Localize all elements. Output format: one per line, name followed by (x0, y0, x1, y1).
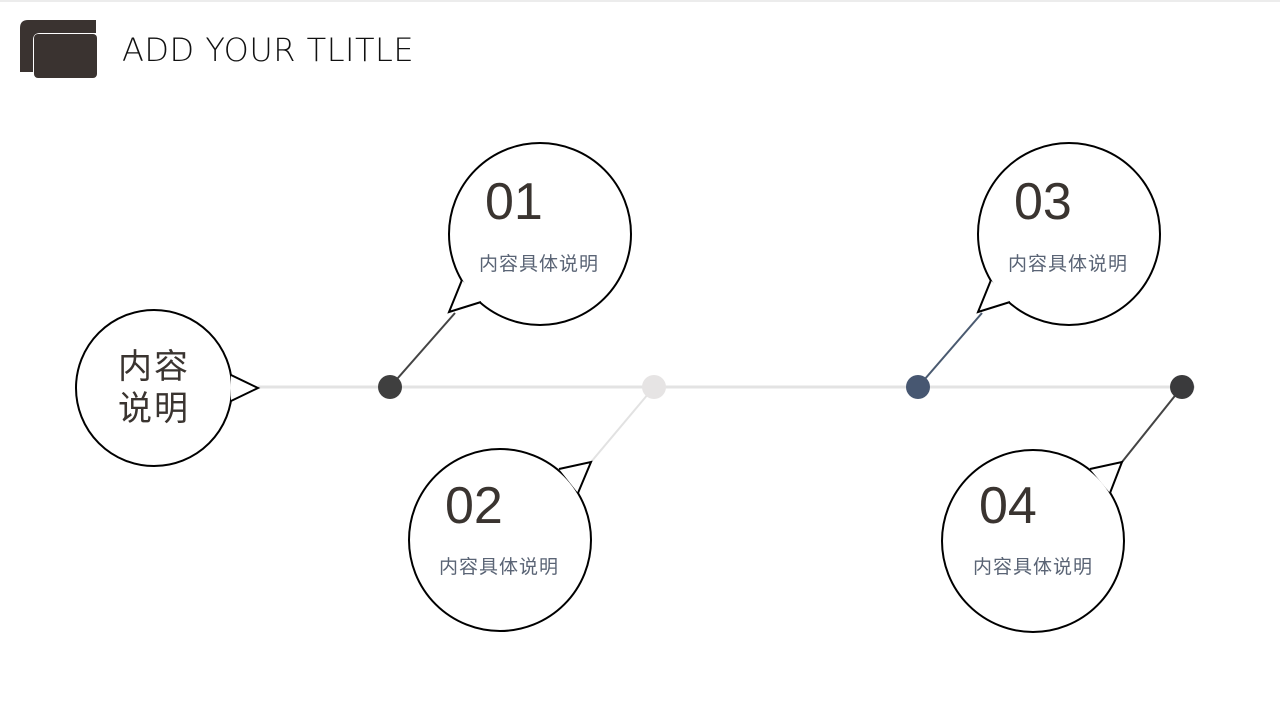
timeline-dot-04 (1170, 375, 1194, 399)
connector-line-04 (1121, 386, 1183, 463)
lead-line-1: 内容 (118, 347, 190, 387)
bubble-03 (976, 142, 1161, 326)
bubble-04 (941, 449, 1125, 633)
timeline-dot-03 (906, 375, 930, 399)
page-title: ADD YOUR TLITLE (122, 31, 415, 69)
connector-line-02 (590, 386, 655, 463)
item-desc-03: 内容具体说明 (1008, 253, 1129, 275)
connector-line-03 (917, 312, 983, 388)
timeline-dot-02 (642, 375, 666, 399)
item-number-01: 01 (485, 173, 543, 231)
lead-line-2: 说明 (118, 389, 190, 429)
timeline-dot-01 (378, 375, 402, 399)
connector-line-01 (389, 312, 456, 388)
lead-text: 内容说明 (118, 346, 190, 430)
title-icon (20, 20, 97, 78)
lead-bubble (75, 309, 261, 467)
item-number-04: 04 (979, 477, 1037, 535)
item-number-02: 02 (445, 477, 503, 535)
item-desc-04: 内容具体说明 (973, 556, 1094, 578)
item-number-03: 03 (1014, 173, 1072, 231)
bubble-02 (408, 448, 593, 632)
item-desc-02: 内容具体说明 (439, 556, 560, 578)
bubble-01 (447, 142, 632, 326)
top-border (0, 0, 1280, 2)
item-desc-01: 内容具体说明 (479, 253, 600, 275)
